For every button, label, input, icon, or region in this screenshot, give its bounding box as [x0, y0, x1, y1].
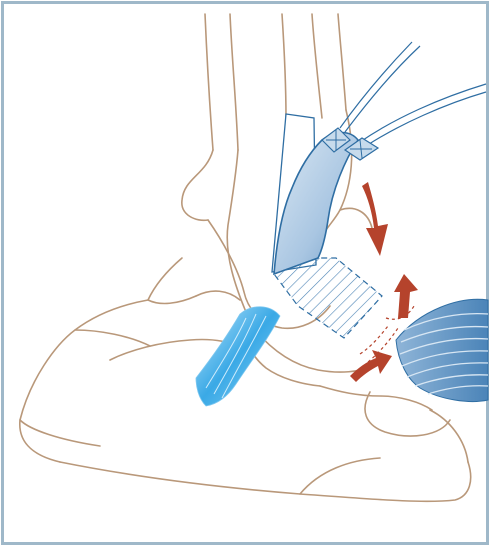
plantar-arch	[300, 458, 380, 494]
tibia-inner-line	[230, 14, 238, 150]
malleolus-tip	[340, 208, 372, 228]
plantar-foot	[60, 462, 471, 501]
tibia-malleolus	[182, 150, 213, 220]
fibula-left-edge	[282, 14, 286, 118]
subtalar-joint	[255, 330, 372, 372]
dorsal-foot	[20, 300, 148, 462]
navicular-top	[148, 258, 196, 303]
tendon-block	[396, 299, 488, 401]
arrow-up	[394, 274, 418, 318]
tibia-left-edge	[205, 14, 213, 150]
arrow-right	[350, 350, 392, 382]
calcaneus-upper	[320, 386, 432, 410]
arrow-down	[362, 182, 388, 256]
bone-outlines	[20, 14, 471, 501]
figure-frame	[3, 3, 488, 544]
metatarsal-line	[75, 330, 150, 346]
fibula-outer-edge	[338, 14, 346, 110]
forefoot-line	[20, 420, 100, 446]
tunnel-extension-hatched	[274, 258, 382, 338]
fibula-right-edge	[312, 14, 322, 118]
graft-sutures	[340, 42, 486, 146]
talar-neck	[196, 291, 240, 300]
heel-back	[430, 410, 468, 462]
ligament-band	[196, 307, 280, 406]
